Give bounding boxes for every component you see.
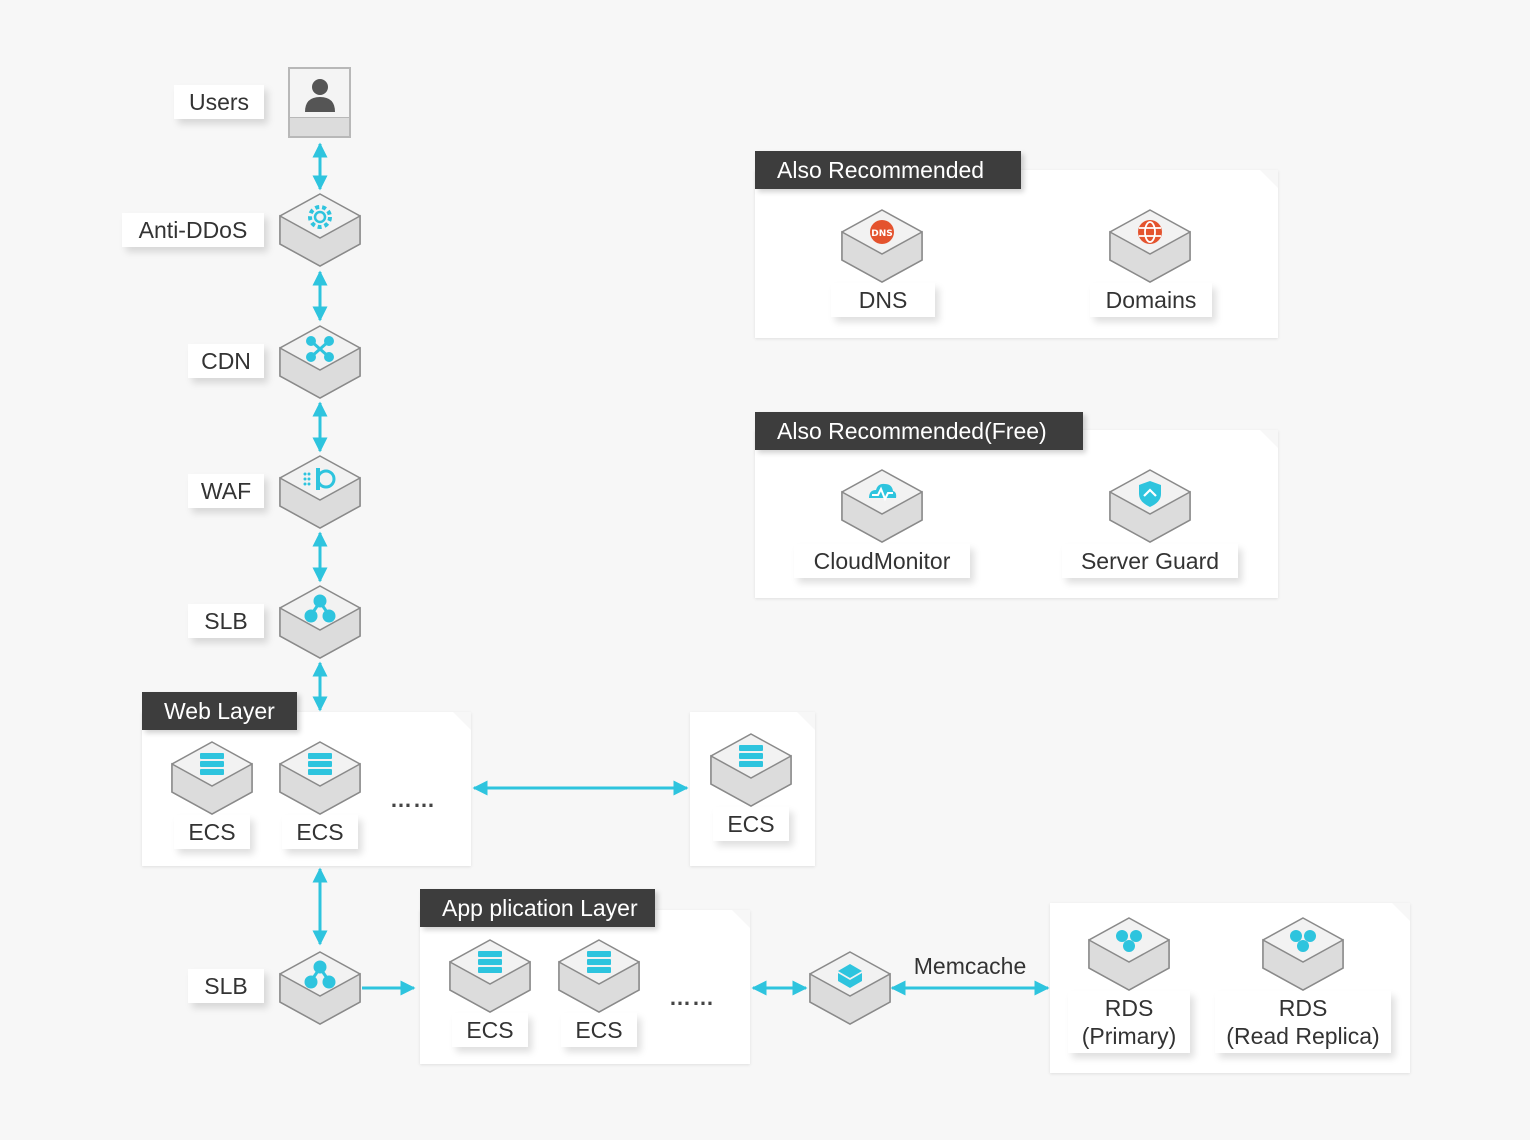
app-layer-more: …… [669,985,715,1010]
web-ecs-1-node [171,741,253,815]
firewall-icon [303,468,336,490]
users-node [288,67,351,138]
slb-bottom-label: SLB [188,969,264,1003]
web-ecs-1-label: ECS [174,815,250,849]
app-ecs-1-label: ECS [452,1013,528,1047]
rds-primary-node [1088,917,1170,991]
cloudmonitor-label: CloudMonitor [794,544,970,578]
waf-label: WAF [188,474,264,508]
rds-primary-line-1: RDS [1104,995,1154,1021]
slb-top-node [279,585,361,659]
cdn-node [279,325,361,399]
svg-text:DNS: DNS [871,229,893,239]
cloudmonitor-node [841,469,923,543]
dns-icon: DNS [870,220,894,244]
web-ecs-2-node [279,741,361,815]
rds-primary-label: RDS (Primary) [1068,991,1190,1053]
app-ecs-2-label: ECS [561,1013,637,1047]
cache-icon [838,964,862,988]
rds-replica-label: RDS (Read Replica) [1215,991,1391,1053]
rds-replica-node [1262,917,1344,991]
memcache-node [809,951,891,1025]
user-icon [305,79,335,112]
web-layer-title: Web Layer [142,692,297,730]
app-ecs-2-node [558,939,640,1013]
domains-node [1109,209,1191,283]
domains-label: Domains [1090,283,1212,317]
database-icon [1290,930,1316,952]
network-icon [306,336,334,362]
dns-label: DNS [831,283,935,317]
dns-node: DNS [841,209,923,283]
monitor-icon [869,483,897,502]
rds-replica-line-1: RDS [1278,995,1328,1021]
gear-icon [308,205,332,229]
server-icon [308,753,332,775]
server-icon [739,745,763,767]
app-ecs-1-node [449,939,531,1013]
database-icon [1116,930,1142,952]
web-layer-more: …… [390,787,436,812]
cdn-label: CDN [188,344,264,378]
load-balancer-icon [304,960,336,989]
slb-top-label: SLB [188,604,264,638]
load-balancer-icon [304,594,336,623]
server-icon [478,951,502,973]
server-icon [200,753,224,775]
anti-ddos-label: Anti-DDoS [122,213,264,247]
app-layer-title: App plication Layer [420,889,655,927]
waf-node [279,455,361,529]
recommended-free-title: Also Recommended(Free) [755,412,1083,450]
memcache-label: Memcache [913,953,1027,979]
anti-ddos-node [279,193,361,267]
server-guard-node [1109,469,1191,543]
recommended-title: Also Recommended [755,151,1021,189]
shield-icon [1139,481,1161,507]
web-ecs-2-label: ECS [282,815,358,849]
rds-primary-line-2: (Primary) [1081,1023,1177,1049]
standalone-ecs-node [710,733,792,807]
users-label: Users [174,85,264,119]
server-icon [587,951,611,973]
slb-bottom-node [279,951,361,1025]
server-guard-label: Server Guard [1062,544,1238,578]
globe-icon [1138,220,1162,244]
rds-replica-line-2: (Read Replica) [1226,1023,1380,1049]
standalone-ecs-label: ECS [713,807,789,841]
